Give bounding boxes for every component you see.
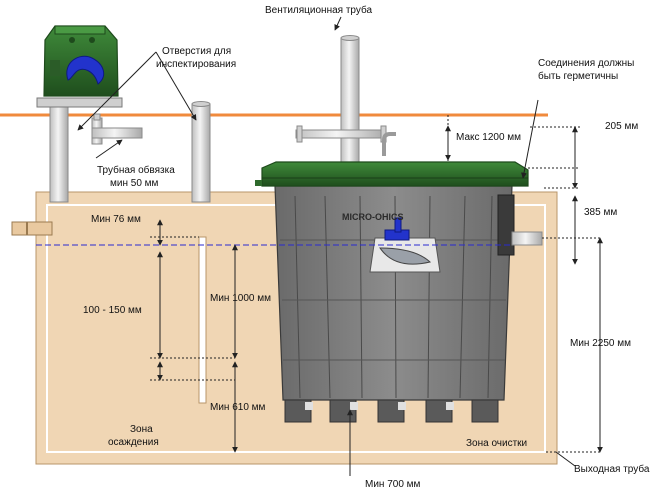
dimensions — [77, 16, 603, 476]
cleaning-zone-label: Зона очистки — [466, 438, 527, 449]
min-2250-label: Мин 2250 мм — [570, 338, 631, 349]
outlet-pipe — [511, 231, 543, 246]
min-700-label: Мин 700 мм — [365, 479, 421, 490]
joints-label-1: Соединения должны — [538, 58, 634, 69]
dim-385-label: 385 мм — [584, 207, 617, 218]
brand-text: MICRO-OHICS — [342, 212, 404, 222]
inspection-holes-label-2: инспектирования — [156, 59, 236, 70]
treatment-tank — [274, 185, 515, 423]
inspection-unit — [36, 25, 123, 108]
outlet-pipe-label: Выходная труба — [574, 463, 650, 475]
impeller-icon — [66, 55, 105, 85]
vent-pipe — [295, 35, 396, 179]
inspection-holes-label-1: Отверстия для — [162, 46, 231, 57]
tank-lid — [255, 161, 529, 187]
pipe-binding-label-2: мин 50 мм — [110, 178, 159, 189]
min-76-label: Мин 76 мм — [91, 214, 141, 225]
range-100-150-label: 100 - 150 мм — [83, 305, 142, 316]
dim-205-label: 205 мм — [605, 121, 638, 132]
settling-zone-label-1: Зона — [130, 424, 153, 435]
settling-zone-label-2: осаждения — [108, 437, 159, 448]
min-1000-label: Мин 1000 мм — [210, 293, 271, 304]
pipe-binding-label-1: Трубная обвязка — [97, 164, 175, 176]
inlet-pipe — [11, 221, 53, 236]
joints-label-2: быть герметичны — [538, 70, 618, 82]
max-1200-label: Макс 1200 мм — [456, 132, 521, 143]
min-610-label: Мин 610 мм — [210, 402, 266, 413]
divider-wall — [198, 236, 207, 404]
vent-pipe-label: Вентиляционная труба — [265, 4, 372, 16]
inspection-pipes — [49, 101, 211, 203]
